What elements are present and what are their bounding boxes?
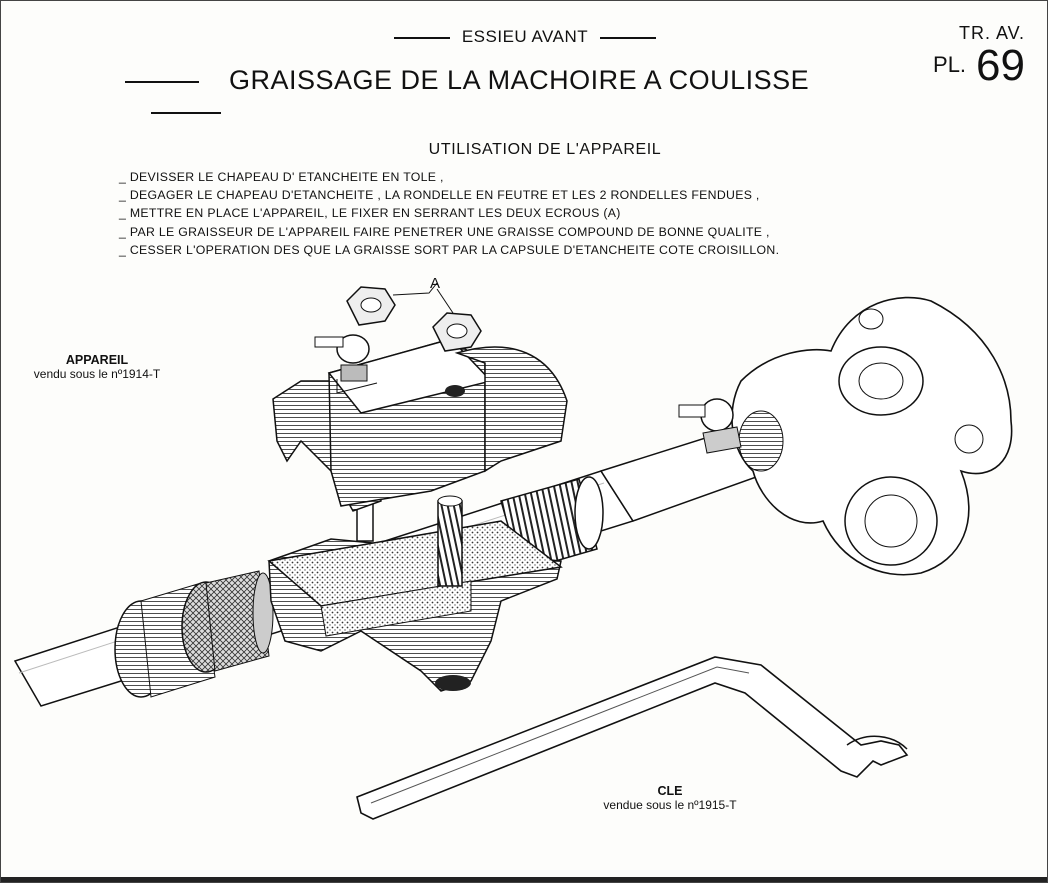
rule — [393, 36, 450, 39]
lower-clamp — [267, 520, 563, 692]
bottom-border — [1, 877, 1047, 882]
series-label: TR. AV. — [958, 23, 1025, 43]
section-name: ESSIEU AVANT — [461, 27, 589, 46]
instruction-step: PAR LE GRAISSEUR DE L'APPAREIL FAIRE PEN… — [119, 223, 779, 241]
section-header: ESSIEU AVANT — [1, 27, 1048, 47]
cle-caption: CLE vendue sous le nº1915-T — [585, 784, 755, 812]
shaft-grease-nipple — [678, 398, 742, 454]
appareil-name: APPAREIL — [65, 353, 129, 367]
cle-ref: vendue sous le nº1915-T — [603, 798, 737, 812]
instruction-step: DEGAGER LE CHAPEAU D'ETANCHEITE , LA RON… — [119, 186, 779, 204]
rule — [151, 111, 221, 114]
splined-collar — [114, 570, 274, 698]
upper-clamp — [272, 338, 568, 512]
page-title: GRAISSAGE DE LA MACHOIRE A COULISSE — [229, 65, 810, 95]
clamp-studs — [356, 488, 463, 587]
plate-prefix: PL. — [933, 52, 967, 77]
instruction-list: DEVISSER LE CHAPEAU D' ETANCHEITE EN TOL… — [119, 168, 779, 259]
rule — [125, 80, 199, 83]
cle-name: CLE — [657, 784, 683, 798]
steering-knuckle — [731, 296, 1013, 576]
appareil-ref: vendu sous le nº1914-T — [33, 367, 161, 381]
appareil-caption: APPAREIL vendu sous le nº1914-T — [9, 353, 185, 381]
instruction-step: METTRE EN PLACE L'APPAREIL, LE FIXER EN … — [119, 204, 779, 222]
rule — [600, 36, 657, 39]
instruction-step: CESSER L'OPERATION DES QUE LA GRAISSE SO… — [119, 241, 779, 259]
plate-number: 69 — [976, 41, 1025, 90]
nuts-a — [346, 282, 482, 352]
instructions-title: UTILISATION DE L'APPAREIL — [428, 141, 662, 158]
spanner — [356, 656, 909, 820]
instruction-step: DEVISSER LE CHAPEAU D' ETANCHEITE EN TOL… — [119, 168, 779, 186]
grease-nipple — [314, 334, 370, 382]
nuts-callout-label: A — [430, 275, 441, 292]
page-title-block: GRAISSAGE DE LA MACHOIRE A COULISSE — [125, 65, 925, 127]
plate-number-block: PL. 69 — [933, 41, 1025, 91]
